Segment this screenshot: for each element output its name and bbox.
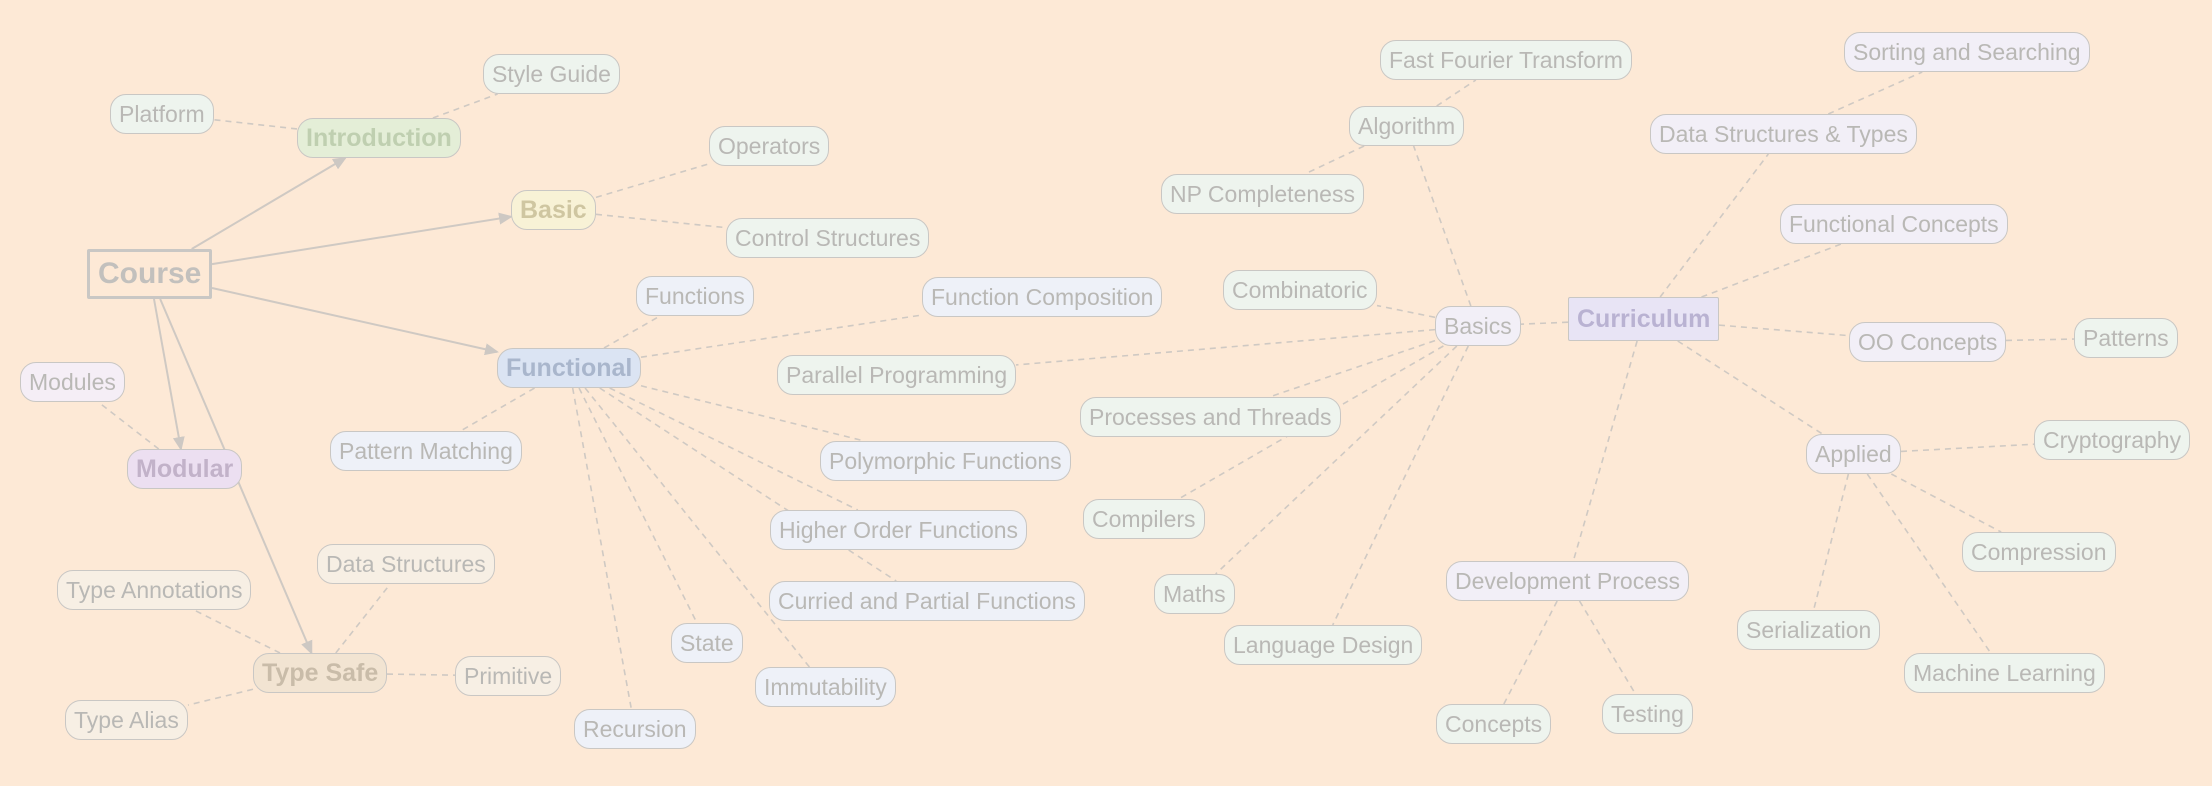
node-polymorphic-functions[interactable]: Polymorphic Functions — [820, 441, 1071, 481]
edge-curriculum-to-applied — [1677, 340, 1823, 435]
node-testing[interactable]: Testing — [1602, 694, 1693, 734]
edge-algorithm-to-np_completeness — [1304, 145, 1365, 175]
edge-course-to-modular — [153, 298, 185, 451]
node-oo-concepts[interactable]: OO Concepts — [1849, 322, 2007, 362]
edge-modular-to-modules — [97, 401, 160, 450]
edge-basics-to-algorithm — [1412, 145, 1472, 307]
edge-basics-to-maths — [1215, 345, 1458, 575]
edge-functional-to-curried_partial — [599, 387, 897, 582]
node-control-structures[interactable]: Control Structures — [726, 218, 930, 258]
node-curried-partial-functions[interactable]: Curried and Partial Functions — [769, 581, 1085, 621]
node-modules[interactable]: Modules — [20, 362, 125, 402]
edge-functional-to-polymorphic_functions — [640, 385, 865, 442]
edge-applied-to-serialization — [1812, 473, 1850, 611]
node-functional[interactable]: Functional — [497, 348, 642, 388]
edge-functional-to-immutability — [584, 387, 811, 668]
edge-introduction-to-platform — [213, 118, 298, 130]
edge-functional-to-state — [578, 387, 698, 624]
node-cryptography[interactable]: Cryptography — [2034, 420, 2191, 460]
edge-curriculum-to-development_process — [1572, 340, 1638, 562]
edge-development_process-to-testing — [1578, 600, 1637, 695]
node-data-structures-and-types[interactable]: Data Structures & Types — [1650, 114, 1917, 154]
node-basics[interactable]: Basics — [1435, 306, 1521, 346]
node-parallel-programming[interactable]: Parallel Programming — [777, 355, 1017, 395]
edge-functional-to-pattern_matching — [460, 387, 535, 432]
node-development-process[interactable]: Development Process — [1446, 561, 1689, 601]
node-platform[interactable]: Platform — [110, 94, 214, 134]
edge-applied-to-cryptography — [1900, 443, 2035, 453]
node-functional-concepts[interactable]: Functional Concepts — [1780, 204, 2008, 244]
node-compression[interactable]: Compression — [1962, 532, 2116, 572]
edge-functional-to-function_composition — [640, 314, 923, 358]
node-style-guide[interactable]: Style Guide — [483, 54, 620, 94]
edge-course-to-introduction — [191, 156, 347, 250]
edge-applied-to-machine_learning — [1866, 473, 1992, 654]
node-operators[interactable]: Operators — [709, 126, 830, 166]
node-processes-and-threads[interactable]: Processes and Threads — [1080, 397, 1341, 437]
edge-type_safe-to-type_alias — [187, 688, 254, 706]
node-state[interactable]: State — [671, 623, 743, 663]
edge-development_process-to-concepts — [1503, 600, 1558, 705]
node-modular[interactable]: Modular — [127, 449, 243, 489]
node-recursion[interactable]: Recursion — [574, 709, 696, 749]
edge-basics-to-compilers — [1178, 345, 1444, 500]
node-patterns[interactable]: Patterns — [2074, 318, 2178, 358]
node-primitive[interactable]: Primitive — [455, 656, 562, 696]
edge-curriculum-to-data_structures_types — [1659, 153, 1770, 298]
node-machine-learning[interactable]: Machine Learning — [1904, 653, 2105, 693]
edge-basics-to-processes_threads — [1269, 339, 1436, 398]
edge-type_safe-to-primitive — [386, 673, 456, 676]
node-higher-order-functions[interactable]: Higher Order Functions — [770, 510, 1028, 550]
edge-course-to-functional — [211, 287, 499, 356]
node-introduction[interactable]: Introduction — [297, 118, 461, 158]
node-fast-fourier-transform[interactable]: Fast Fourier Transform — [1380, 40, 1632, 80]
node-algorithm[interactable]: Algorithm — [1349, 106, 1465, 146]
edge-basics-to-parallel_programming — [1015, 328, 1436, 366]
node-pattern-matching[interactable]: Pattern Matching — [330, 431, 522, 471]
edge-type_safe-to-data_structures — [335, 583, 391, 654]
edge-basic-to-control_structures — [595, 213, 727, 229]
node-basic[interactable]: Basic — [511, 190, 596, 230]
node-data-structures[interactable]: Data Structures — [317, 544, 495, 584]
edge-functional-to-higher_order_functions — [609, 387, 859, 511]
node-language-design[interactable]: Language Design — [1224, 625, 1423, 665]
edge-data_structures_types-to-sorting_searching — [1827, 71, 1923, 115]
node-np-completeness[interactable]: NP Completeness — [1161, 174, 1364, 214]
node-applied[interactable]: Applied — [1806, 434, 1901, 474]
edge-curriculum-to-functional_concepts — [1701, 243, 1842, 298]
node-sorting-and-searching[interactable]: Sorting and Searching — [1844, 32, 2090, 72]
edge-functional-to-recursion — [571, 387, 633, 710]
node-maths[interactable]: Maths — [1154, 574, 1235, 614]
edge-course-to-basic — [211, 212, 513, 266]
node-functions[interactable]: Functions — [636, 276, 754, 316]
edge-basics-to-combinatoric — [1376, 304, 1436, 319]
node-type-safe[interactable]: Type Safe — [253, 653, 388, 693]
edge-functional-to-functions — [603, 315, 661, 349]
node-compilers[interactable]: Compilers — [1083, 499, 1205, 539]
node-type-alias[interactable]: Type Alias — [65, 700, 188, 740]
edge-basics-to-language_design — [1331, 345, 1470, 626]
edge-curriculum-to-oo_concepts — [1718, 324, 1850, 337]
edge-curriculum-to-basics — [1520, 321, 1569, 325]
node-immutability[interactable]: Immutability — [755, 667, 896, 707]
edge-algorithm-to-fft — [1436, 79, 1477, 107]
edge-basic-to-operators — [595, 163, 710, 199]
node-function-composition[interactable]: Function Composition — [922, 277, 1163, 317]
edge-introduction-to-style_guide — [432, 93, 498, 119]
node-concepts[interactable]: Concepts — [1436, 704, 1552, 744]
node-curriculum[interactable]: Curriculum — [1568, 297, 1720, 341]
edge-oo_concepts-to-patterns — [2005, 338, 2075, 342]
node-type-annotations[interactable]: Type Annotations — [57, 570, 252, 610]
edge-type_safe-to-type_annotations — [193, 609, 281, 654]
edge-applied-to-compression — [1890, 473, 2002, 533]
node-serialization[interactable]: Serialization — [1737, 610, 1881, 650]
node-combinatoric[interactable]: Combinatoric — [1223, 270, 1377, 310]
node-course[interactable]: Course — [87, 249, 213, 299]
